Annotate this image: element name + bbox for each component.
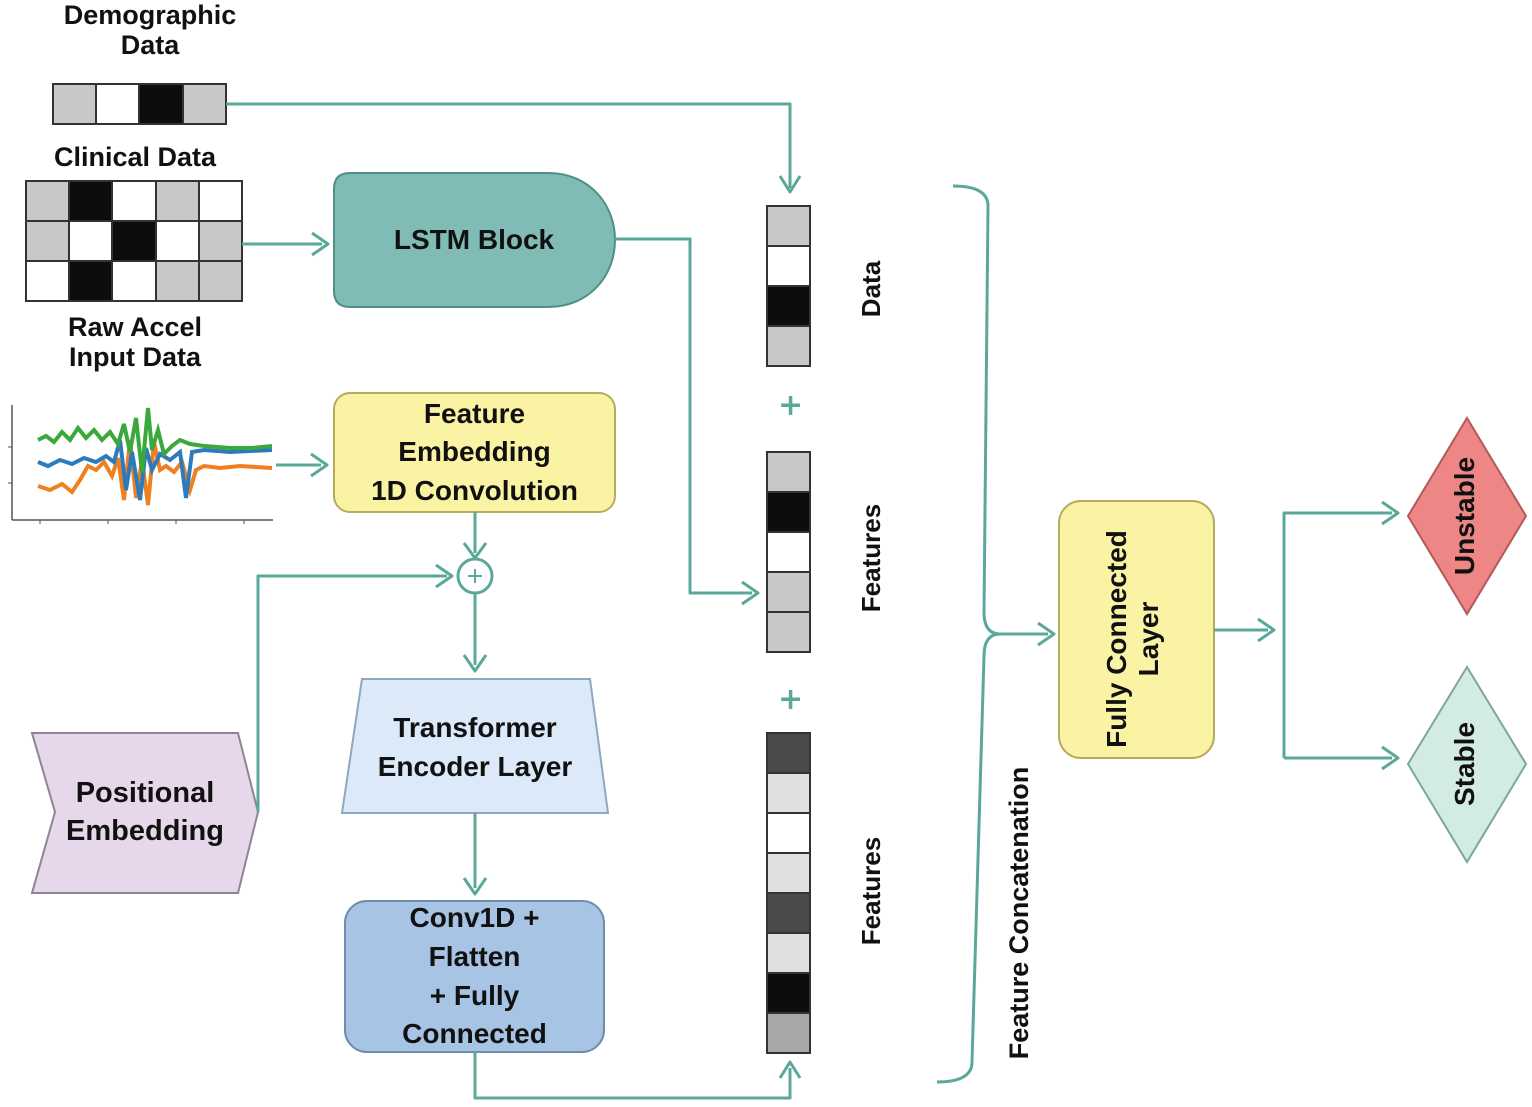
- conv-flatten-block: Conv1D + Flatten + Fully Connected: [402, 902, 547, 1050]
- demographic-data-strip: [52, 83, 227, 125]
- adder-circle: [456, 557, 494, 595]
- fully-connected-block: Fully Connected Layer: [1101, 530, 1165, 748]
- concatenation-bracket: [936, 184, 1001, 1084]
- demographic-data-label: Demographic Data: [63, 0, 237, 61]
- data-vector-label: Data: [856, 260, 886, 318]
- positional-embedding-block: Positional Embedding: [66, 777, 224, 847]
- clinical-data-label: Clinical Data: [53, 142, 217, 172]
- accel-trace-orange: [37, 439, 273, 506]
- data-vector: [766, 205, 811, 367]
- unstable-output: Unstable: [1449, 456, 1480, 576]
- stable-output: Stable: [1449, 721, 1480, 807]
- lstm-block-shape: [333, 172, 617, 308]
- stable-diamond-shape: [1406, 665, 1528, 864]
- accel-trace-blue: [37, 439, 273, 501]
- transformer-encoder-block: Transformer Encoder Layer: [377, 712, 573, 782]
- positional-embedding-shape: [30, 732, 260, 894]
- feature-embedding-block: Feature Embedding 1D Convolution: [371, 397, 578, 506]
- plus-sign-2: +: [778, 682, 804, 717]
- features-vector-2: [766, 732, 811, 1054]
- clinical-data-grid: [25, 180, 243, 302]
- raw-accel-label: Raw Accel Input Data: [67, 312, 203, 373]
- features-vector-1-label: Features: [856, 503, 886, 613]
- features-vector-2-label: Features: [856, 836, 886, 946]
- connector-arrows: [226, 102, 1400, 1100]
- transformer-shape: [340, 678, 610, 814]
- features-vector-1: [766, 451, 811, 653]
- lstm-block: LSTM Block: [393, 224, 555, 256]
- feature-concatenation-label: Feature Concatenation: [1004, 766, 1034, 1060]
- plus-sign-1: +: [778, 388, 804, 423]
- accel-trace-green: [37, 407, 273, 473]
- unstable-diamond-shape: [1406, 416, 1528, 616]
- raw-accel-plot: [8, 405, 273, 524]
